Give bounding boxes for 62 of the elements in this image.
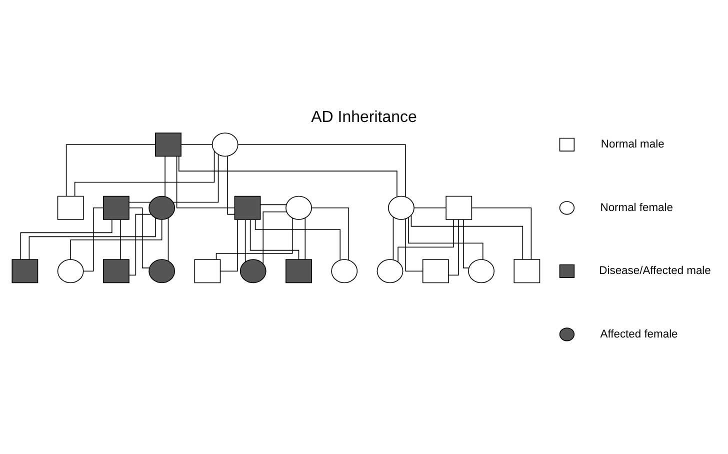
node-circle [331, 258, 358, 283]
connector [20, 218, 112, 260]
connector [463, 218, 470, 268]
connector [28, 217, 156, 260]
connector [471, 206, 532, 260]
node-circle [468, 258, 494, 283]
node-box [286, 258, 312, 283]
node-box [422, 258, 449, 283]
node-box [446, 195, 472, 220]
connector [311, 206, 350, 260]
node-circle [212, 132, 238, 156]
node-box [234, 195, 261, 220]
node-box [57, 195, 84, 220]
connector [70, 218, 162, 260]
node-circle [286, 195, 312, 220]
node-circle [148, 195, 176, 220]
connector [180, 144, 213, 145]
connector [260, 204, 287, 205]
connector [408, 216, 484, 260]
connector [120, 218, 121, 260]
connector [262, 210, 288, 264]
legend-label: Affected female [600, 328, 678, 340]
connector [178, 155, 398, 197]
connector [392, 216, 394, 260]
connector [164, 156, 166, 196]
node-box [155, 132, 182, 156]
connector [128, 201, 151, 202]
legend-label: Disease/Affected male [599, 264, 711, 277]
connector [398, 218, 454, 262]
connector [220, 218, 238, 272]
connector [414, 206, 446, 208]
connector [176, 156, 235, 208]
connector [66, 144, 156, 196]
node-circle [57, 258, 84, 283]
connector [83, 206, 104, 272]
node-box [103, 258, 130, 283]
connector [172, 154, 219, 202]
connector [244, 218, 246, 262]
diagram-title: AD Inheritance [311, 108, 417, 126]
connector [216, 217, 293, 260]
connector [410, 214, 524, 260]
node-box [12, 258, 38, 283]
connector [74, 150, 215, 196]
connector [238, 144, 406, 197]
connector [128, 213, 152, 276]
node-box [194, 258, 221, 283]
legend-label: Normal male [600, 138, 664, 150]
connector [254, 218, 341, 260]
connector [304, 217, 306, 260]
connector [405, 218, 424, 272]
node-circle [240, 258, 266, 283]
connector [448, 218, 459, 276]
node-circle [148, 258, 176, 283]
legend-label: Normal female [600, 201, 673, 214]
node-box [514, 258, 540, 283]
node-circle [388, 195, 414, 220]
node-box [103, 195, 130, 220]
connector [250, 218, 300, 260]
connector [168, 217, 169, 261]
connector [227, 155, 235, 214]
node-circle [376, 258, 404, 283]
connector [128, 206, 150, 268]
